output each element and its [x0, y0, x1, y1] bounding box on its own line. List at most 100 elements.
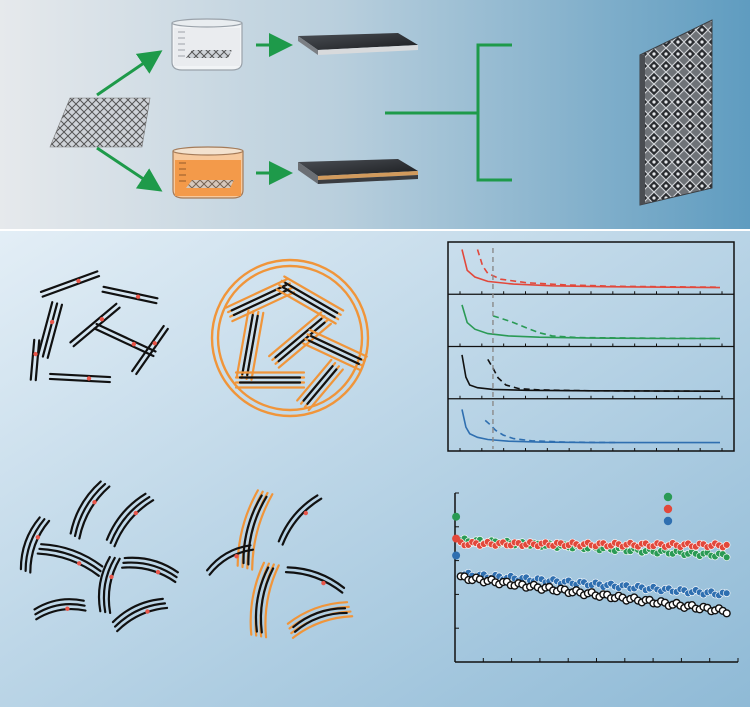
defect-dot: [303, 510, 308, 516]
data-point: [722, 553, 731, 561]
fiber-strand: [224, 277, 289, 309]
fiber-bundle: [302, 365, 338, 405]
curve-solid: [461, 354, 721, 392]
fiber-strand: [101, 290, 158, 305]
fiber-bundle: [121, 556, 179, 584]
fiber-bundle: [242, 494, 268, 566]
fiber-strand: [105, 492, 147, 541]
fiber-bundle: [48, 372, 112, 384]
defect-dot: [145, 609, 150, 614]
fiber-strand: [19, 516, 41, 571]
fiber-bundle: [254, 566, 275, 634]
fiber-strand: [251, 493, 274, 571]
fiber-strand: [242, 494, 263, 565]
fiber-strand: [259, 567, 275, 634]
fiber-strand: [69, 480, 102, 535]
fiber-strand: [24, 518, 46, 572]
fiber-strand: [122, 561, 178, 579]
arrow-down: [96, 146, 163, 192]
fiber-strand: [73, 482, 107, 538]
defect-dot: [133, 510, 138, 516]
fiber-strand: [293, 611, 348, 633]
fiber-bundle: [284, 566, 346, 594]
fiber-strand: [109, 495, 151, 545]
data-point: [452, 551, 461, 560]
curve-dashed: [476, 249, 721, 288]
fiber-strand: [247, 495, 268, 566]
defect-dot: [135, 294, 141, 299]
fiber-strand: [123, 556, 179, 574]
fiber-strand: [29, 519, 51, 574]
defect-dot: [234, 554, 239, 559]
data-point: [722, 589, 731, 597]
fiber-strand: [93, 327, 155, 358]
fiber-strand: [275, 288, 337, 325]
merge-bracket: [385, 43, 512, 182]
fiber-strand: [34, 339, 41, 382]
fiber-strand: [291, 615, 354, 639]
defect-dot: [65, 606, 70, 611]
fiber-strand: [307, 368, 344, 412]
fiber-strand: [29, 338, 36, 381]
fiber-strand: [69, 302, 118, 344]
fiber-bundle: [33, 598, 87, 621]
data-point: [722, 541, 731, 549]
fiber-strand: [39, 270, 99, 294]
defect-dot: [76, 278, 81, 284]
fiber-strand: [72, 306, 121, 348]
legend-marker: [663, 504, 673, 514]
fiber-bundle: [101, 285, 159, 305]
fiber-strand: [307, 339, 360, 365]
defect-dot: [86, 376, 92, 381]
scatter-chart: [452, 492, 739, 663]
fiber-strand: [95, 322, 157, 353]
fiber-strand: [302, 365, 334, 402]
fiber-bundle: [19, 516, 51, 574]
beaker-orange-icon: [172, 146, 244, 199]
fiber-strand: [107, 557, 121, 615]
fiber-strand: [113, 602, 167, 628]
curve-dashed: [484, 419, 617, 444]
straight-fiber-network: [29, 270, 169, 384]
defect-dot: [76, 561, 82, 566]
sheath-outline: [216, 264, 364, 412]
fiber-strand: [281, 497, 323, 546]
fiber-strand: [131, 324, 165, 373]
fiber-strand: [302, 342, 362, 372]
dark-layered-sheet-icon: [298, 159, 418, 184]
data-point: [452, 534, 461, 543]
fiber-strand: [46, 303, 64, 359]
fiber-strand: [254, 566, 270, 633]
fiber-bundle: [39, 270, 101, 298]
fiber-strand: [236, 489, 259, 567]
arrow-up: [96, 50, 163, 97]
defect-dot: [49, 319, 55, 325]
fiber-strand: [36, 301, 54, 357]
curved-coated-network: [205, 489, 354, 639]
fiber-strand: [286, 601, 349, 625]
data-point: [722, 609, 731, 618]
defect-dot: [109, 574, 114, 580]
fiber-strand: [284, 281, 339, 314]
defect-dot: [152, 341, 157, 346]
fiber-bundle: [277, 494, 323, 546]
fiber-strand: [113, 499, 155, 548]
legend-marker: [663, 492, 673, 502]
fiber-strand: [306, 368, 338, 405]
fiber-strand: [274, 317, 323, 359]
defect-dot: [33, 351, 38, 357]
fiber-strand: [249, 561, 266, 636]
defect-dot: [35, 535, 41, 540]
fiber-strand: [78, 485, 111, 540]
fiber-strand: [310, 335, 363, 361]
fiber-strand: [41, 274, 101, 298]
fiber-strand: [284, 570, 344, 594]
curve-dashed: [492, 315, 721, 340]
legend-marker: [663, 516, 673, 526]
mechanism-panel: [0, 231, 750, 707]
sheath-outline: [210, 258, 370, 418]
fiber-strand: [116, 606, 169, 633]
fiber-bundle: [36, 301, 64, 359]
data-point: [452, 512, 461, 521]
fiber-bundle: [29, 338, 41, 382]
